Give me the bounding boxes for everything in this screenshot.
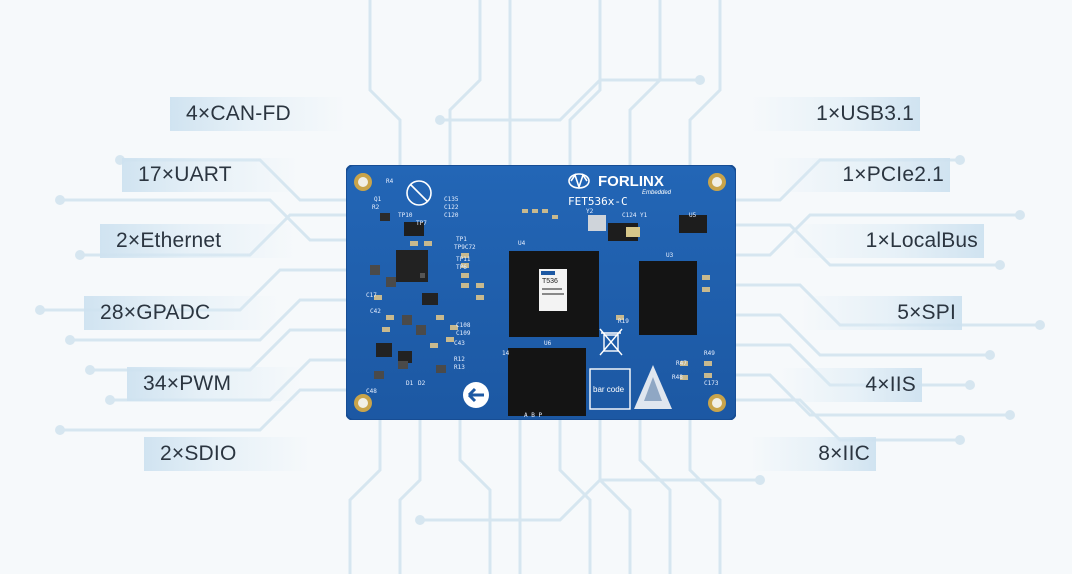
svg-text:C173: C173 <box>704 380 719 387</box>
svg-text:C135: C135 <box>444 196 459 203</box>
svg-text:R4: R4 <box>386 178 394 185</box>
mounting-holes <box>354 173 726 412</box>
soc-label: T536 <box>542 278 558 285</box>
svg-text:R12: R12 <box>454 356 465 363</box>
svg-text:C122: C122 <box>444 204 459 211</box>
svg-text:U6: U6 <box>544 340 552 347</box>
barcode-box <box>589 368 631 410</box>
svg-text:U4: U4 <box>518 240 526 247</box>
interface-label-pcie: 1×PCIe2.1 <box>770 158 950 192</box>
svg-text:TP7: TP7 <box>416 220 427 227</box>
interface-label-uart: 17×UART <box>122 158 298 192</box>
board-brand: FORLINX <box>598 173 664 190</box>
interface-label-gpadc: 28×GPADC <box>84 296 280 330</box>
svg-text:R48: R48 <box>672 374 683 381</box>
memory-chip <box>639 261 697 335</box>
svg-text:C108: C108 <box>456 322 471 329</box>
interface-label-can-fd: 4×CAN-FD <box>170 97 346 131</box>
interface-label-sdio: 2×SDIO <box>144 437 310 471</box>
board-model: FET536x-C <box>568 195 628 208</box>
svg-text:14: 14 <box>502 350 510 357</box>
lead-free-icon <box>406 180 432 206</box>
svg-text:TP1: TP1 <box>456 236 467 243</box>
svg-text:C17: C17 <box>366 292 377 299</box>
svg-text:Y2: Y2 <box>586 208 594 215</box>
svg-text:U5: U5 <box>689 212 697 219</box>
svg-text:C109: C109 <box>456 330 471 337</box>
interface-label-usb3: 1×USB3.1 <box>750 97 920 131</box>
svg-text:D2: D2 <box>418 380 426 387</box>
svg-text:U3: U3 <box>666 252 674 259</box>
svg-text:C43: C43 <box>454 340 465 347</box>
svg-text:R49: R49 <box>704 350 715 357</box>
interface-label-iis: 4×IIS <box>780 368 922 402</box>
svg-text:TP10: TP10 <box>398 212 413 219</box>
storage-chip <box>508 348 586 416</box>
svg-text:R47: R47 <box>676 360 687 367</box>
svg-text:C42: C42 <box>370 308 381 315</box>
interface-label-iic: 8×IIC <box>750 437 876 471</box>
weee-bin-icon <box>599 328 623 356</box>
svg-text:A B P: A B P <box>524 412 542 419</box>
svg-text:C48: C48 <box>366 388 377 395</box>
barcode-label: bar code <box>593 385 625 394</box>
svg-text:TP11: TP11 <box>456 256 471 263</box>
svg-text:TP9C72: TP9C72 <box>454 244 476 251</box>
svg-text:D1: D1 <box>406 380 414 387</box>
interface-label-ethernet: 2×Ethernet <box>100 224 296 258</box>
som-board: FORLINX Embedded FET536x-C T536 <box>346 165 736 420</box>
orientation-arrow-icon <box>463 382 489 408</box>
board-brand-sub: Embedded <box>642 190 672 196</box>
triangle-logo-icon <box>634 365 672 409</box>
svg-text:R19: R19 <box>618 318 629 325</box>
svg-text:R13: R13 <box>454 364 465 371</box>
svg-text:R2: R2 <box>372 204 380 211</box>
svg-text:C124 Y1: C124 Y1 <box>622 212 648 219</box>
svg-text:TP6: TP6 <box>456 264 467 271</box>
interface-label-localbus: 1×LocalBus <box>790 224 984 258</box>
interface-label-spi: 5×SPI <box>800 296 962 330</box>
svg-text:Q1: Q1 <box>374 196 382 203</box>
svg-text:C120: C120 <box>444 212 459 219</box>
interface-label-pwm: 34×PWM <box>127 367 303 401</box>
forlinx-logo-icon <box>568 173 590 190</box>
